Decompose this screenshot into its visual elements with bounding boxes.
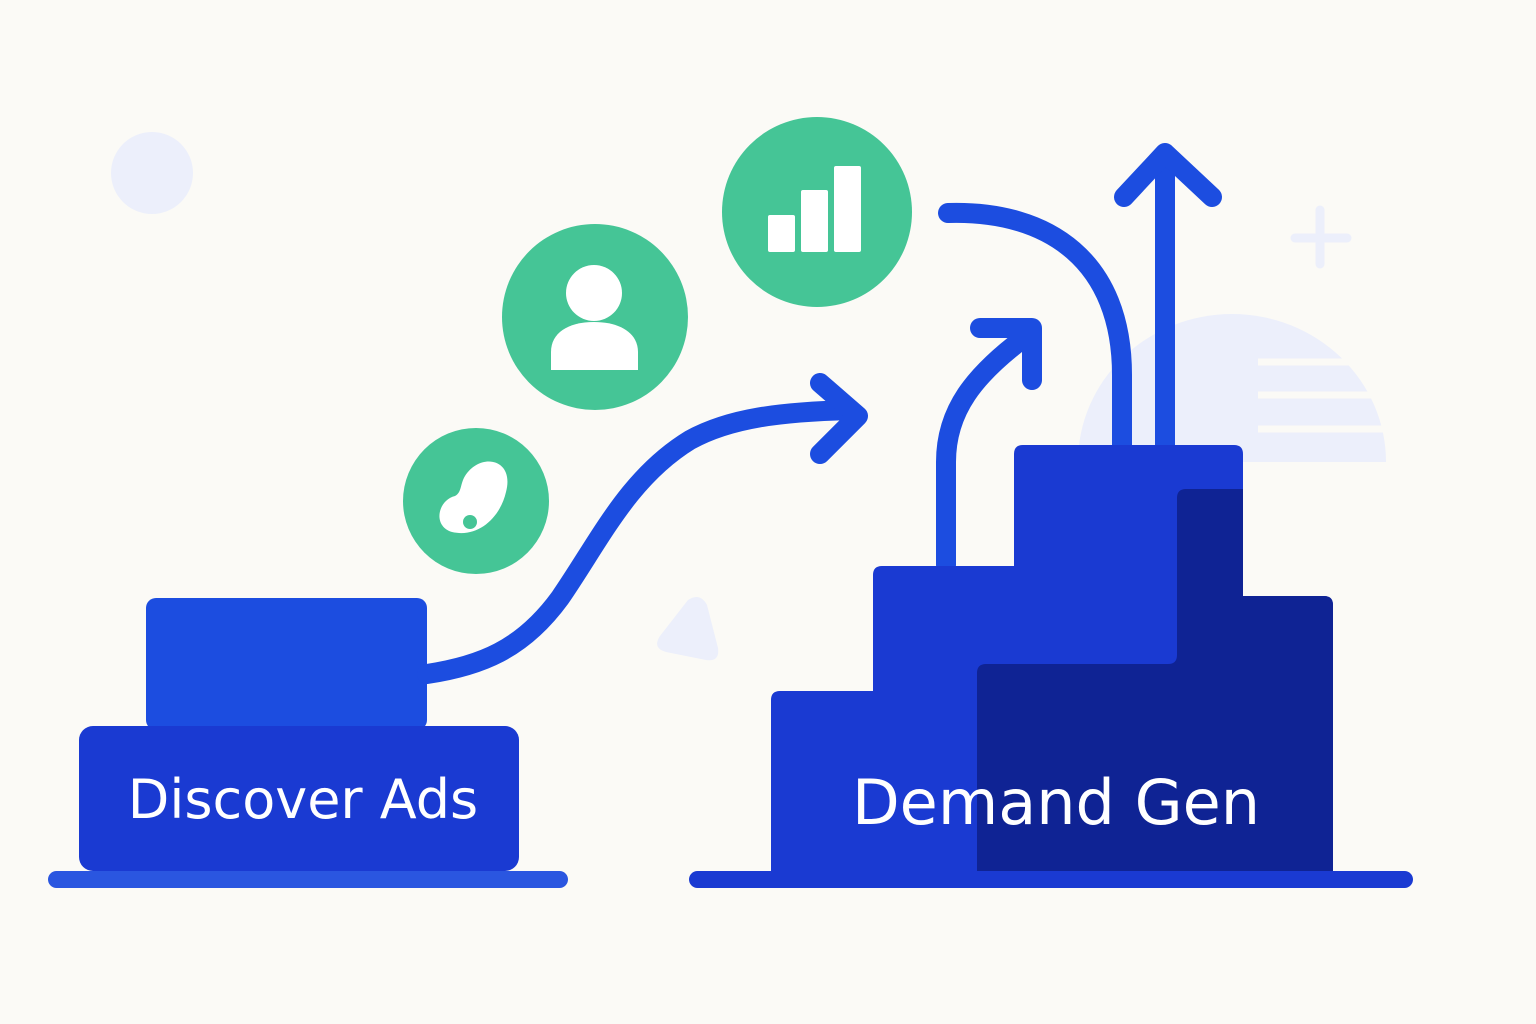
decor-triangle [657,596,719,661]
discover-ads-base-block [79,726,519,871]
discover-ads-ground-line [48,871,568,888]
leaf-circle [403,428,549,574]
growth-arrow-icon [936,143,1222,575]
discover-ads-top-block [146,598,427,730]
user-icon [551,265,638,370]
discover-ads-platform: Discover Ads [48,598,568,888]
chart-circle [722,117,912,307]
leaf-icon [439,461,508,534]
decor-plus-icon [1290,205,1352,269]
demand-gen-staircase: Demand Gen [689,445,1413,888]
demand-gen-ground-line [689,871,1413,888]
decor-circle [111,132,193,214]
user-circle [502,224,688,410]
demand-gen-steps-dark [977,489,1333,873]
discover-ads-label: Discover Ads [128,768,478,831]
transition-arrow-icon [417,373,868,684]
bar-chart-icon [768,166,861,252]
demand-gen-label: Demand Gen [852,766,1260,839]
